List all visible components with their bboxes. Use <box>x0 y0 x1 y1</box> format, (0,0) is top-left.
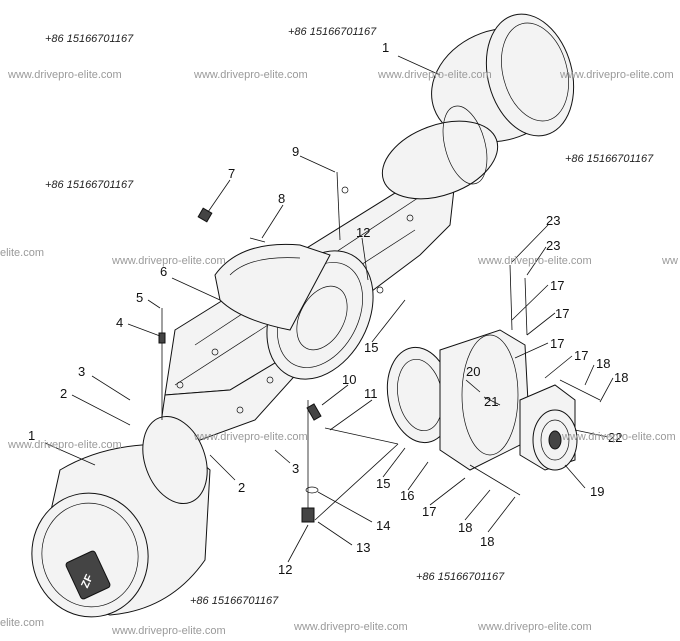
callout-labels: 1 1 2 2 3 3 4 5 6 7 8 9 10 11 12 12 13 1… <box>28 40 628 577</box>
callout-18-d: 18 <box>480 534 494 549</box>
callout-12-lower: 12 <box>278 562 292 577</box>
watermark: elite.com <box>0 617 44 629</box>
callout-22: 22 <box>608 430 622 445</box>
phone-label: +86 15166701167 <box>416 571 505 583</box>
phone-label: +86 15166701167 <box>288 26 377 38</box>
differential-assembly <box>386 329 578 471</box>
callout-6: 6 <box>160 264 167 279</box>
callout-23-b: 23 <box>546 238 560 253</box>
watermark: www.drivepro-elite.com <box>477 255 592 267</box>
phone-label: +86 15166701167 <box>45 179 134 191</box>
callout-2-left: 2 <box>60 386 67 401</box>
callout-17-a: 17 <box>550 278 564 293</box>
phone-label: +86 15166701167 <box>565 153 654 165</box>
callout-15-lower: 15 <box>376 476 390 491</box>
phone-label: +86 15166701167 <box>190 595 279 607</box>
callout-17-b: 17 <box>555 306 569 321</box>
watermark: www.drivepro-elite.com <box>193 69 308 81</box>
watermark: www.drivepro-elite.com <box>477 621 592 633</box>
callout-17-e: 17 <box>422 504 436 519</box>
housing-cover <box>214 243 331 331</box>
callout-11: 11 <box>364 386 378 401</box>
watermark: www.drivepro-elite.com <box>7 439 122 451</box>
callout-16: 16 <box>400 488 414 503</box>
callout-8: 8 <box>278 191 285 206</box>
callout-1-lower: 1 <box>28 428 35 443</box>
watermarks: www.drivepro-elite.com www.drivepro-elit… <box>0 69 678 637</box>
phone-numbers: +86 15166701167 +86 15166701167 +86 1516… <box>45 26 654 607</box>
watermark: www.drivepro-elite.com <box>561 431 676 443</box>
callout-17-d: 17 <box>574 348 588 363</box>
watermark: ww <box>661 255 678 267</box>
callout-5: 5 <box>136 290 143 305</box>
hub-marking: ZF <box>79 573 96 591</box>
watermark: www.drivepro-elite.com <box>559 69 674 81</box>
fasteners <box>158 171 601 523</box>
callout-15-upper: 15 <box>364 340 378 355</box>
callout-19: 19 <box>590 484 604 499</box>
callout-21: 21 <box>484 394 498 409</box>
watermark: www.drivepro-elite.com <box>111 255 226 267</box>
callout-18-c: 18 <box>458 520 472 535</box>
leader-lines <box>44 55 614 563</box>
watermark: www.drivepro-elite.com <box>293 621 408 633</box>
watermark: elite.com <box>0 247 44 259</box>
callout-20: 20 <box>466 364 480 379</box>
callout-4: 4 <box>116 315 123 330</box>
callout-10: 10 <box>342 372 356 387</box>
callout-23-a: 23 <box>546 213 560 228</box>
phone-label: +86 15166701167 <box>45 33 134 45</box>
callout-9: 9 <box>292 144 299 159</box>
callout-17-c: 17 <box>550 336 564 351</box>
watermark: www.drivepro-elite.com <box>377 69 492 81</box>
callout-3-bottom: 3 <box>292 461 299 476</box>
callout-3-left: 3 <box>78 364 85 379</box>
callout-18-a: 18 <box>596 356 610 371</box>
callout-18-b: 18 <box>614 370 628 385</box>
callout-12-upper: 12 <box>356 225 370 240</box>
callout-13: 13 <box>356 540 370 555</box>
wheel-hub-upper <box>381 13 575 200</box>
callout-14: 14 <box>376 518 390 533</box>
watermark: www.drivepro-elite.com <box>111 625 226 637</box>
wheel-hub-lower: ZF <box>31 415 211 618</box>
watermark: www.drivepro-elite.com <box>7 69 122 81</box>
watermark: www.drivepro-elite.com <box>193 431 308 443</box>
callout-7: 7 <box>228 166 235 181</box>
callout-1-upper: 1 <box>382 40 389 55</box>
callout-2-bottom: 2 <box>238 480 245 495</box>
